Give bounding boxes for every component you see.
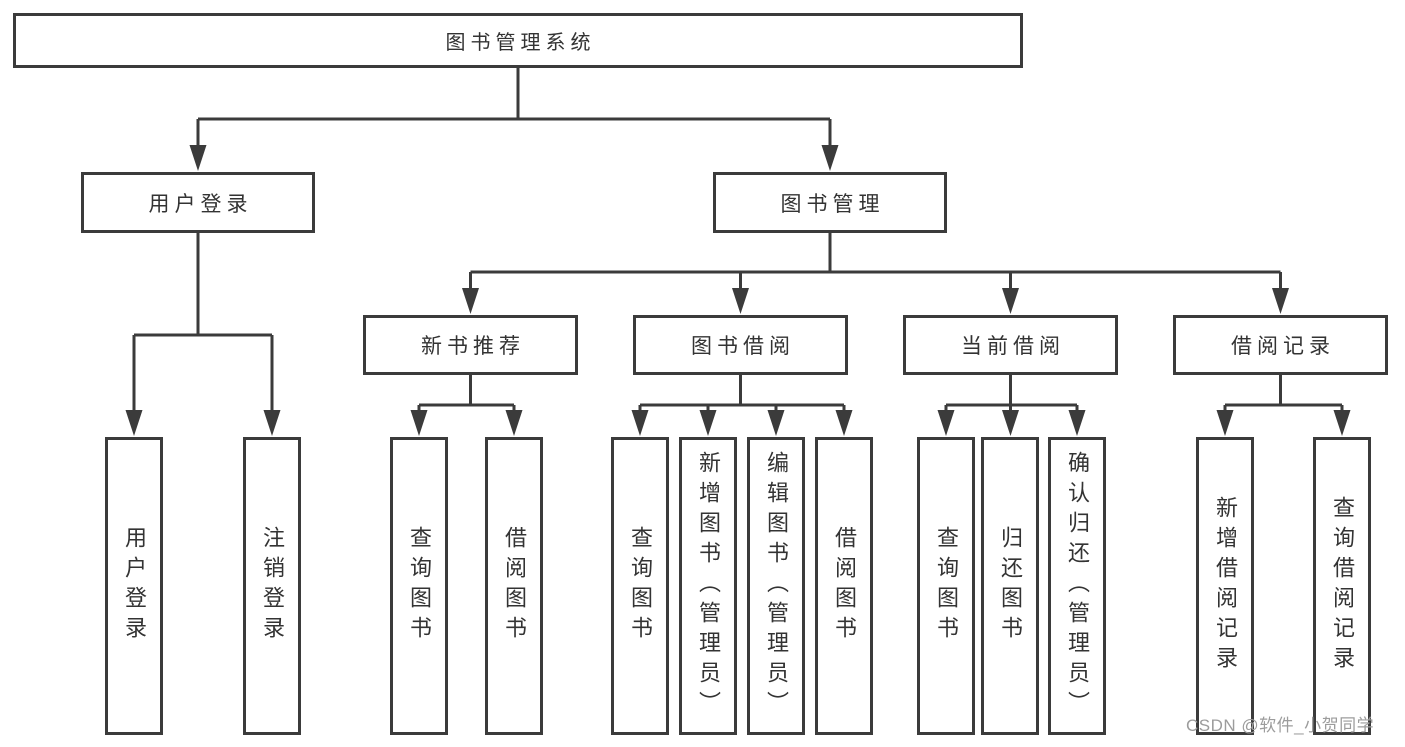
leaf-user-login: 用户登录 bbox=[105, 437, 163, 735]
leaf-borrowing-add-books-admin-label: 新增图书（管理员） bbox=[696, 451, 721, 721]
node-root-label: 图书管理系统 bbox=[445, 32, 596, 54]
leaf-borrowing-query-books-label: 查询图书 bbox=[628, 526, 653, 646]
leaf-current-query-books-label: 查询图书 bbox=[934, 526, 959, 646]
leaf-user-login-label: 用户登录 bbox=[122, 526, 147, 646]
node-borrowing-records: 借阅记录 bbox=[1173, 315, 1388, 375]
csdn-watermark: CSDN @软件_小贺同学 bbox=[1186, 716, 1375, 735]
leaf-recommend-borrow-books-label: 借阅图书 bbox=[502, 526, 527, 646]
node-book-management-label: 图书管理 bbox=[780, 192, 885, 216]
node-user-login-label: 用户登录 bbox=[148, 192, 253, 216]
arrowhead-path bbox=[125, 145, 1351, 436]
leaf-borrowing-borrow-books-label: 借阅图书 bbox=[832, 526, 857, 646]
leaf-records-add-record: 新增借阅记录 bbox=[1196, 437, 1254, 735]
node-user-login: 用户登录 bbox=[81, 172, 315, 233]
leaf-current-query-books: 查询图书 bbox=[917, 437, 975, 735]
leaf-logout: 注销登录 bbox=[243, 437, 301, 735]
leaf-current-confirm-return-admin: 确认归还（管理员） bbox=[1048, 437, 1106, 735]
leaf-current-return-books-label: 归还图书 bbox=[998, 526, 1023, 646]
node-current-borrowing: 当前借阅 bbox=[903, 315, 1118, 375]
leaf-recommend-borrow-books: 借阅图书 bbox=[485, 437, 543, 735]
leaf-records-query-record: 查询借阅记录 bbox=[1313, 437, 1371, 735]
leaf-records-query-record-label: 查询借阅记录 bbox=[1330, 496, 1355, 676]
leaf-current-confirm-return-admin-label: 确认归还（管理员） bbox=[1065, 451, 1090, 721]
node-new-book-recommend: 新书推荐 bbox=[363, 315, 578, 375]
node-book-borrowing: 图书借阅 bbox=[633, 315, 848, 375]
leaf-borrowing-borrow-books: 借阅图书 bbox=[815, 437, 873, 735]
leaf-recommend-query-books-label: 查询图书 bbox=[407, 526, 432, 646]
leaf-borrowing-query-books: 查询图书 bbox=[611, 437, 669, 735]
node-current-borrowing-label: 当前借阅 bbox=[961, 335, 1065, 358]
arrowheads bbox=[125, 145, 1351, 436]
node-book-management: 图书管理 bbox=[713, 172, 947, 233]
leaf-records-add-record-label: 新增借阅记录 bbox=[1213, 496, 1238, 676]
leaf-recommend-query-books: 查询图书 bbox=[390, 437, 448, 735]
leaf-current-return-books: 归还图书 bbox=[981, 437, 1039, 735]
leaf-borrowing-edit-books-admin-label: 编辑图书（管理员） bbox=[764, 451, 789, 721]
node-root: 图书管理系统 bbox=[13, 13, 1023, 68]
node-borrowing-records-label: 借阅记录 bbox=[1231, 335, 1335, 358]
leaf-logout-label: 注销登录 bbox=[260, 526, 285, 646]
leaf-borrowing-edit-books-admin: 编辑图书（管理员） bbox=[747, 437, 805, 735]
node-book-borrowing-label: 图书借阅 bbox=[691, 335, 795, 358]
node-new-book-recommend-label: 新书推荐 bbox=[421, 335, 525, 358]
leaf-borrowing-add-books-admin: 新增图书（管理员） bbox=[679, 437, 737, 735]
